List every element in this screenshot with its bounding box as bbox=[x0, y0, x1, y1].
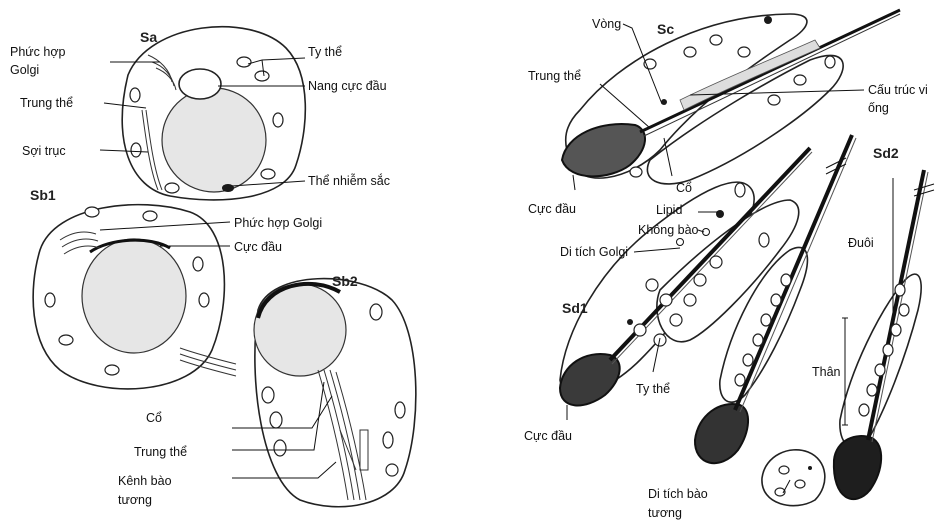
stage-label-sb1: Sb1 bbox=[30, 187, 56, 203]
stage-label-sa: Sa bbox=[140, 29, 157, 45]
label-sb2-neck: Cổ bbox=[146, 411, 162, 425]
label-sd-vacuole: Không bào bbox=[638, 223, 699, 237]
label-sa-axoneme: Sợi trục bbox=[22, 144, 66, 158]
label-sc-centriole: Trung thể bbox=[528, 69, 581, 83]
label-sb1-golgi: Phức hợp Golgi bbox=[234, 216, 322, 230]
sb2-cell bbox=[254, 279, 416, 507]
label-sb2-centriole: Trung thể bbox=[134, 445, 187, 459]
label-sa-centriole: Trung thể bbox=[20, 96, 73, 110]
label-sd2-tail: Đuôi bbox=[848, 236, 874, 250]
label-sc-microtubule-2: ống bbox=[868, 101, 889, 115]
label-sc-neck: Cổ bbox=[676, 181, 692, 195]
label-sd-residual-2: tương bbox=[648, 506, 682, 520]
label-sb2-channel-1: Kênh bào bbox=[118, 474, 172, 488]
label-sb2-channel-2: tương bbox=[118, 493, 152, 507]
stage-label-sd1: Sd1 bbox=[562, 300, 588, 316]
label-sd2-body: Thân bbox=[812, 365, 841, 379]
label-sc-microtubule-1: Cấu trúc vi bbox=[868, 83, 928, 97]
sb1-nucleus bbox=[82, 239, 186, 353]
label-sc-ring: Vòng bbox=[592, 17, 621, 31]
label-sa-golgi-1: Phức hợp bbox=[10, 45, 66, 59]
label-sd-residual-1: Di tích bào bbox=[648, 487, 708, 501]
label-sa-golgi-2: Golgi bbox=[10, 63, 39, 77]
label-sa-mitochondria: Ty thể bbox=[308, 45, 342, 59]
label-sd-lipid: Lipid bbox=[656, 203, 682, 217]
label-sa-acrosomal-vesicle: Nang cực đầu bbox=[308, 79, 387, 93]
label-sd-mitochondria: Ty thể bbox=[636, 382, 670, 396]
label-sd-acrosome: Cực đầu bbox=[524, 429, 572, 443]
sa-nucleus bbox=[162, 88, 266, 192]
sb1-cell bbox=[33, 205, 236, 389]
stage-label-sd2: Sd2 bbox=[873, 145, 899, 161]
residual-body bbox=[762, 450, 825, 506]
label-sb1-acrosome: Cực đầu bbox=[234, 240, 282, 254]
stage-label-sc: Sc bbox=[657, 21, 674, 37]
label-sd-golgi-remnant: Di tích Golgi bbox=[560, 245, 628, 259]
stage-label-sb2: Sb2 bbox=[332, 273, 358, 289]
sa-cell bbox=[122, 27, 305, 200]
label-sa-chromatin: Thể nhiễm sắc bbox=[308, 173, 390, 188]
label-sc-acrosome: Cực đầu bbox=[528, 202, 576, 216]
sd2-cell bbox=[834, 170, 934, 499]
sa-acrosomal-vesicle bbox=[179, 69, 221, 99]
sc-cell bbox=[562, 10, 900, 184]
